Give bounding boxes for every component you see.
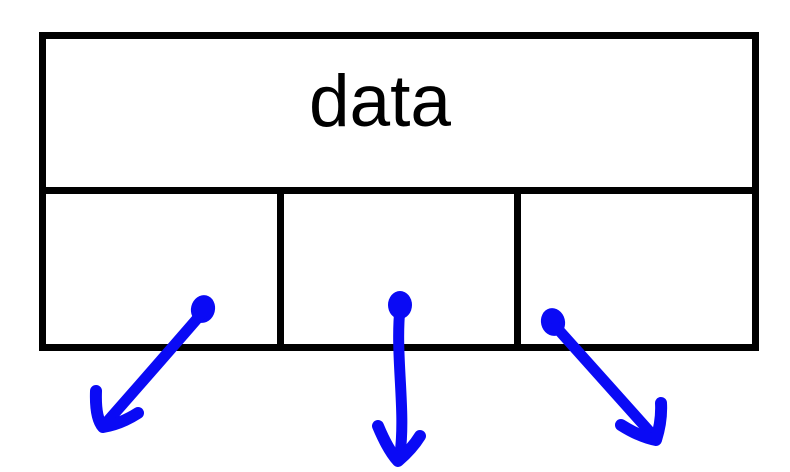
arrow-1-head [89, 385, 144, 433]
cells-row [46, 194, 752, 344]
header-cell: data [46, 39, 752, 194]
data-packet-box: data [39, 32, 759, 351]
arrow-3-head [615, 397, 668, 446]
table-cell-1 [46, 194, 284, 344]
table-cell-2 [284, 194, 522, 344]
arrow-2-head [372, 420, 426, 467]
data-label: data [308, 60, 452, 142]
table-cell-3 [521, 194, 752, 344]
